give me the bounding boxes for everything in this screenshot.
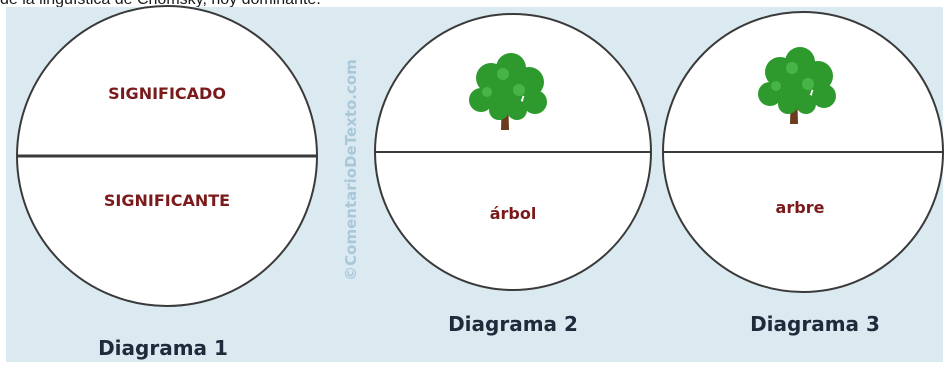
diagram-1-top-label: SIGNIFICADO (108, 84, 226, 103)
diagram-3-bottom-label: arbre (776, 198, 825, 217)
diagram-2-bottom-label: árbol (490, 204, 537, 223)
diagram-3-caption: Diagrama 3 (750, 312, 880, 336)
watermark: ©ComentarioDeTexto.com (342, 59, 360, 281)
diagram-1-caption: Diagrama 1 (98, 336, 228, 360)
diagram-1-bottom-label: SIGNIFICANTE (104, 191, 230, 210)
diagram-2-caption: Diagrama 2 (448, 312, 578, 336)
